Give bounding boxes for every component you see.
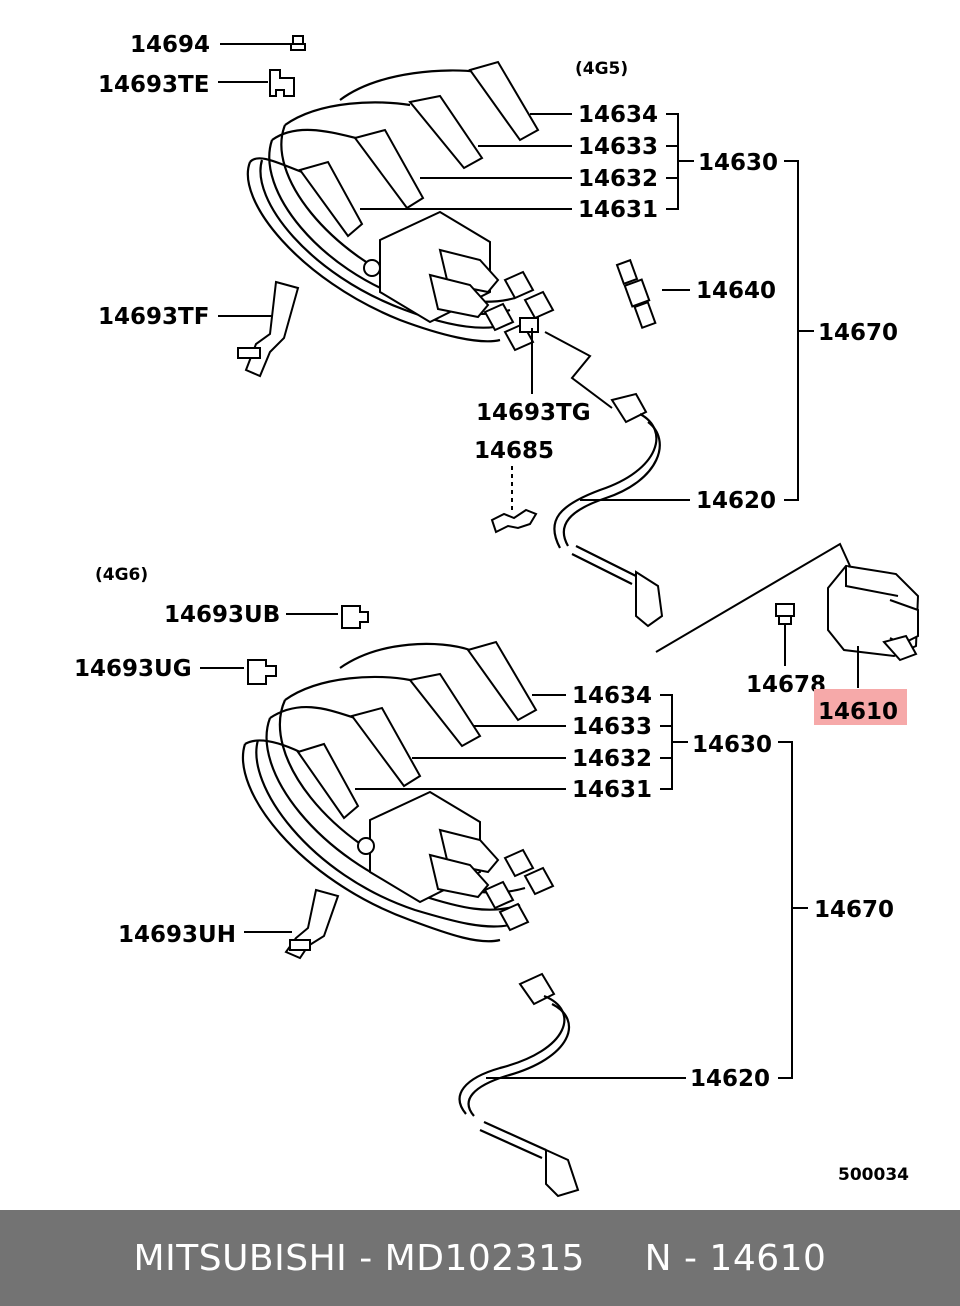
- label-14631-bottom[interactable]: 14631: [572, 777, 652, 803]
- footer-gap: [585, 1238, 645, 1279]
- label-14693uh[interactable]: 14693UH: [118, 922, 236, 948]
- ignition-cable-set-top-drawing: [246, 60, 555, 352]
- footer-bar: MITSUBISHI - MD102315 N - 14610: [0, 1210, 960, 1306]
- label-14620-top[interactable]: 14620: [696, 488, 776, 514]
- bolt-14678-icon: [775, 603, 795, 666]
- clip-14693ub-icon: [286, 605, 369, 629]
- variant-label-4g5: (4G5): [575, 59, 628, 79]
- footer-separator: -: [347, 1237, 385, 1279]
- label-14633-bottom[interactable]: 14633: [572, 714, 652, 740]
- bracket-14693uh-icon: [244, 888, 340, 960]
- label-14685[interactable]: 14685: [474, 438, 554, 464]
- footer-brand: MITSUBISHI: [133, 1237, 348, 1279]
- label-14634-top[interactable]: 14634: [578, 102, 658, 128]
- bracket-14693tf-icon: [218, 280, 300, 378]
- label-14670-bottom[interactable]: 14670: [814, 897, 894, 923]
- footer-position: N - 14610: [644, 1237, 827, 1279]
- bracket-14630-bottom: [660, 694, 688, 790]
- spark-plug-14640-icon: [615, 258, 690, 330]
- label-14693ub[interactable]: 14693UB: [164, 602, 280, 628]
- coil-wire-14620-top-drawing: [544, 331, 664, 628]
- label-14678[interactable]: 14678: [746, 672, 826, 698]
- footer-part-number: MD102315: [384, 1237, 585, 1279]
- clamp-14685-icon: [490, 508, 538, 534]
- label-14670-top[interactable]: 14670: [818, 320, 898, 346]
- bracket-14670-bottom: [778, 741, 808, 1079]
- diagram-code: 500034: [838, 1165, 909, 1185]
- clip-14693te-icon: [218, 69, 295, 97]
- label-14693ug[interactable]: 14693UG: [74, 656, 192, 682]
- clip-14693ug-icon: [200, 659, 277, 685]
- highlight-14610: [814, 689, 907, 725]
- label-14693tg[interactable]: 14693TG: [476, 400, 591, 426]
- coil-connector-line: [655, 542, 851, 653]
- label-14694[interactable]: 14694: [130, 32, 210, 58]
- label-14693te[interactable]: 14693TE: [98, 72, 209, 98]
- label-14632-bottom[interactable]: 14632: [572, 746, 652, 772]
- coil-wire-14620-bottom-drawing: [458, 972, 580, 1198]
- label-14620-bottom[interactable]: 14620: [690, 1066, 770, 1092]
- label-14630-top[interactable]: 14630: [698, 150, 778, 176]
- bracket-14630-top: [666, 113, 694, 210]
- bolt-14694-icon: [220, 35, 306, 51]
- label-14633-top[interactable]: 14633: [578, 134, 658, 160]
- bracket-14670-top: [784, 160, 814, 501]
- label-14640[interactable]: 14640: [696, 278, 776, 304]
- footer-caption: MITSUBISHI - MD102315 N - 14610: [134, 1238, 827, 1279]
- label-14632-top[interactable]: 14632: [578, 166, 658, 192]
- ignition-cable-set-bottom-drawing: [242, 640, 555, 943]
- label-14630-bottom[interactable]: 14630: [692, 732, 772, 758]
- label-14634-bottom[interactable]: 14634: [572, 683, 652, 709]
- parts-diagram: (4G5) 14694 14693TE: [74, 32, 920, 1198]
- label-14631-top[interactable]: 14631: [578, 197, 658, 223]
- label-14693tf[interactable]: 14693TF: [98, 304, 209, 330]
- variant-label-4g6: (4G6): [95, 565, 148, 585]
- label-14610[interactable]: 14610: [818, 699, 898, 725]
- ignition-coil-14610-drawing: [827, 564, 920, 662]
